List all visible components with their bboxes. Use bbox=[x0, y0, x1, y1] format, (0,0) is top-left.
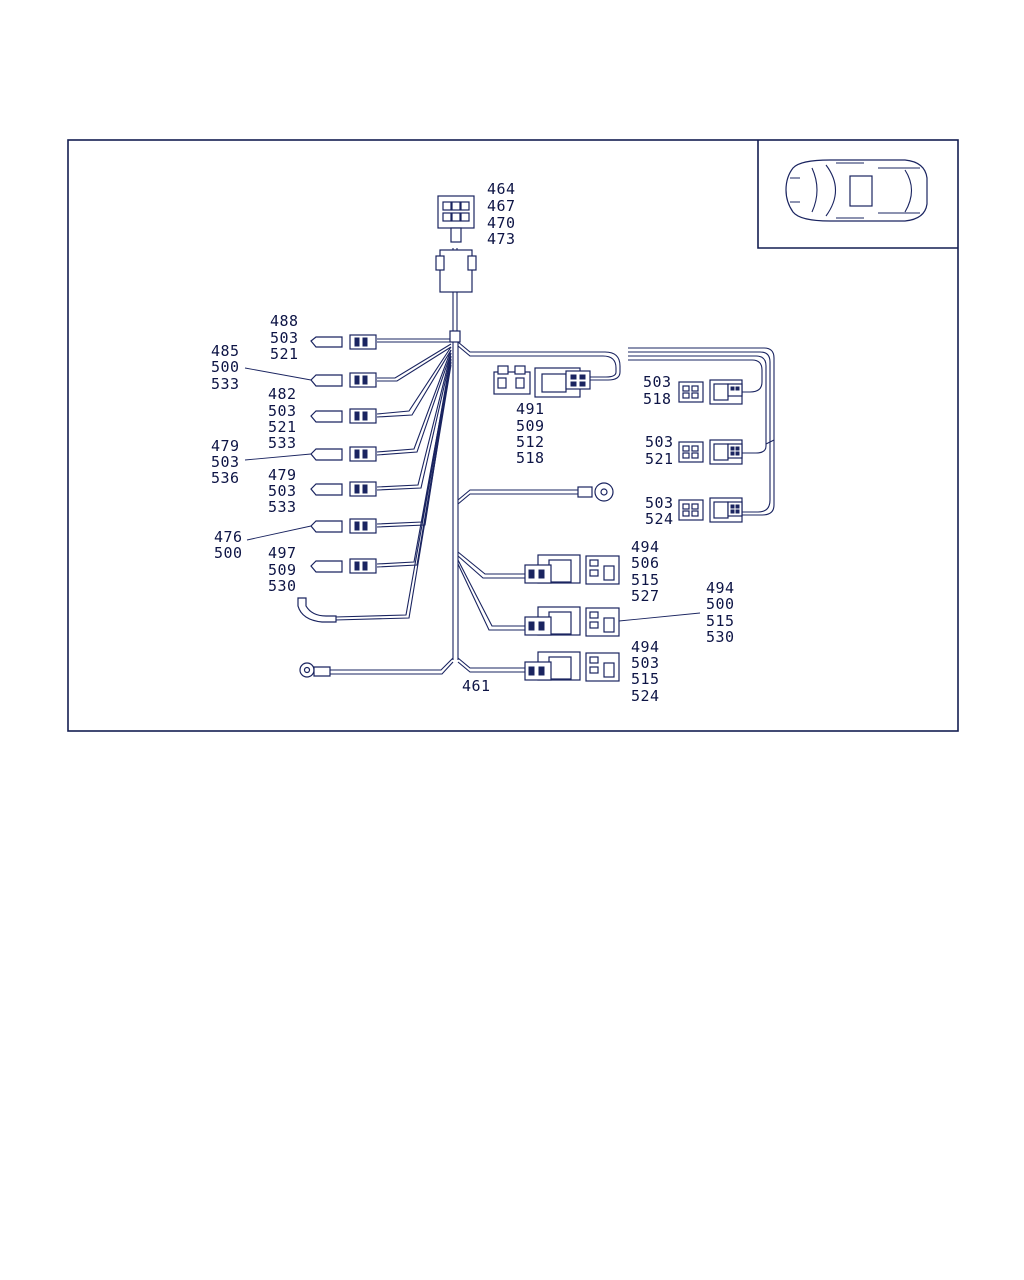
callout-left-3: 482 503 521 533 bbox=[268, 385, 297, 452]
harness-wires bbox=[330, 248, 775, 675]
callout-label: 464 bbox=[487, 180, 516, 198]
callout-label: 506 bbox=[631, 554, 660, 572]
callout-label: 482 bbox=[268, 385, 297, 403]
right-connector-3 bbox=[678, 497, 743, 523]
diagram-frame bbox=[67, 139, 959, 732]
callout-label: 518 bbox=[643, 390, 672, 408]
callout-left-7: 497 509 530 bbox=[268, 544, 297, 595]
callout-label: 503 bbox=[270, 329, 299, 347]
callout-label: 500 bbox=[211, 358, 240, 376]
callout-label: 521 bbox=[645, 450, 674, 468]
callout-label: 494 bbox=[631, 638, 660, 656]
callout-label: 503 bbox=[268, 402, 297, 420]
callout-lower-3: 494 503 515 524 bbox=[631, 638, 660, 705]
callout-label: 470 bbox=[487, 214, 516, 232]
callout-label: 491 bbox=[516, 400, 545, 418]
callout-label: 479 bbox=[268, 466, 297, 484]
callout-label: 536 bbox=[211, 469, 240, 487]
lower-module-2 bbox=[524, 606, 620, 637]
callout-label: 533 bbox=[268, 498, 297, 516]
callout-label: 527 bbox=[631, 587, 660, 605]
lower-module-3 bbox=[524, 651, 620, 682]
left-sensor-7 bbox=[310, 558, 377, 574]
callout-label: 500 bbox=[214, 544, 243, 562]
lower-module-1 bbox=[524, 554, 620, 585]
callout-label: 530 bbox=[268, 577, 297, 595]
callout-label: 494 bbox=[706, 579, 735, 597]
callout-label: 521 bbox=[268, 418, 297, 436]
right-connector-2 bbox=[678, 439, 743, 465]
callout-label: 461 bbox=[462, 677, 491, 695]
callout-center-module: 491 509 512 518 bbox=[516, 400, 545, 467]
callout-label: 503 bbox=[645, 494, 674, 512]
callout-left-2: 485 500 533 bbox=[211, 342, 240, 393]
callout-label: 500 bbox=[706, 595, 735, 613]
right-connector-1 bbox=[678, 379, 743, 405]
vehicle-locator-inset bbox=[757, 140, 958, 249]
left-sensor-2 bbox=[310, 372, 377, 388]
callout-label: 503 bbox=[211, 453, 240, 471]
callout-label: 503 bbox=[645, 433, 674, 451]
callout-label: 485 bbox=[211, 342, 240, 360]
callout-label: 515 bbox=[631, 571, 660, 589]
left-sensor-4 bbox=[310, 446, 377, 462]
callout-lower-1: 494 506 515 527 bbox=[631, 538, 660, 605]
leader-lines bbox=[244, 367, 701, 622]
callout-label: 503 bbox=[631, 654, 660, 672]
callout-label: 518 bbox=[516, 449, 545, 467]
callout-right-3: 503 524 bbox=[645, 494, 674, 528]
callout-left-6: 476 500 bbox=[214, 528, 243, 562]
main-connector-464 bbox=[435, 195, 477, 293]
callout-harness: 461 bbox=[462, 677, 491, 695]
callout-label: 512 bbox=[516, 433, 545, 451]
callout-label: 515 bbox=[631, 670, 660, 688]
callout-label: 530 bbox=[706, 628, 735, 646]
callout-label: 524 bbox=[631, 687, 660, 705]
harness-junction bbox=[449, 330, 461, 343]
callout-label: 524 bbox=[645, 510, 674, 528]
ground-strap bbox=[297, 597, 337, 623]
callout-left-4: 479 503 536 bbox=[211, 437, 240, 487]
callout-label: 467 bbox=[487, 197, 516, 215]
callout-label: 473 bbox=[487, 230, 516, 248]
ring-terminal-right bbox=[577, 482, 614, 502]
callout-label: 503 bbox=[268, 482, 297, 500]
callout-top-connector: 464 467 470 473 bbox=[487, 180, 516, 248]
callout-label: 488 bbox=[270, 312, 299, 330]
center-module-491 bbox=[493, 365, 591, 398]
callout-label: 503 bbox=[643, 373, 672, 391]
callout-label: 476 bbox=[214, 528, 243, 546]
callout-right-1: 503 518 bbox=[643, 373, 672, 408]
callout-label: 509 bbox=[268, 561, 297, 579]
callout-label: 515 bbox=[706, 612, 735, 630]
left-sensor-5 bbox=[310, 481, 377, 497]
left-sensor-1 bbox=[310, 334, 377, 350]
ring-terminal-left bbox=[299, 662, 331, 678]
callout-lower-2: 494 500 515 530 bbox=[706, 579, 735, 646]
callout-label: 509 bbox=[516, 417, 545, 435]
car-top-view-icon bbox=[785, 159, 928, 222]
callout-label: 533 bbox=[268, 434, 297, 452]
callout-label: 521 bbox=[270, 345, 299, 363]
callout-label: 479 bbox=[211, 437, 240, 455]
callout-label: 533 bbox=[211, 375, 240, 393]
left-sensor-6 bbox=[310, 518, 377, 534]
callout-label: 494 bbox=[631, 538, 660, 556]
callout-left-5: 479 503 533 bbox=[268, 466, 297, 516]
callout-left-1: 488 503 521 bbox=[270, 312, 299, 363]
callout-right-2: 503 521 bbox=[645, 433, 674, 468]
callout-label: 497 bbox=[268, 544, 297, 562]
left-sensor-3 bbox=[310, 408, 377, 424]
